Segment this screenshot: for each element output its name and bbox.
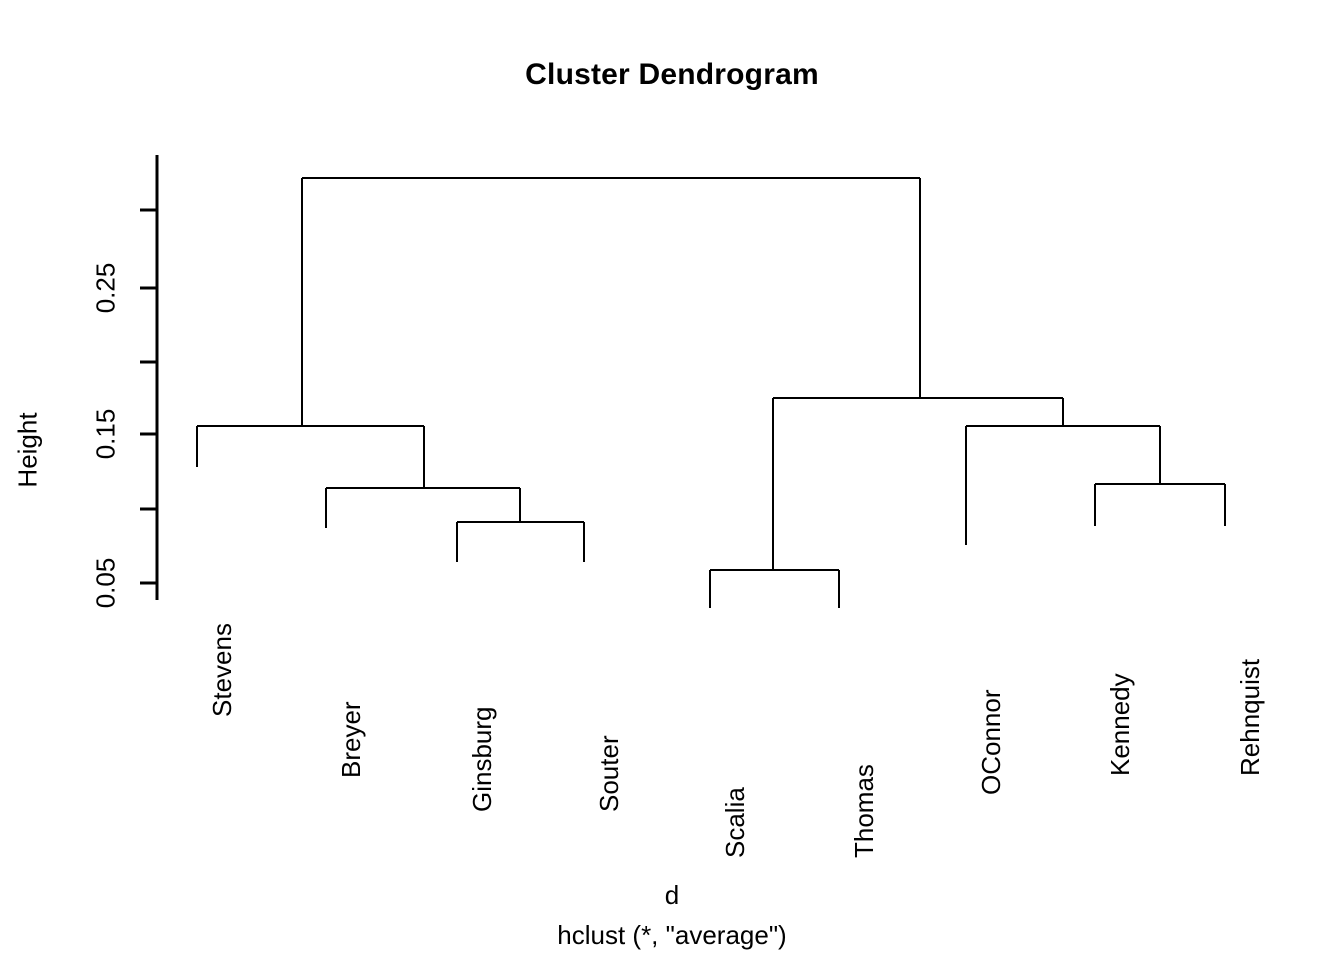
x-axis-sublabel: hclust (*, "average") <box>557 920 787 950</box>
leaf-label-stevens: Stevens <box>207 623 237 717</box>
leaf-label-oconnor: OConnor <box>976 689 1006 796</box>
leaf-label-kennedy: Kennedy <box>1105 673 1135 776</box>
x-axis-label: d <box>664 880 680 910</box>
y-axis-tick-label: 0.25 <box>90 262 121 314</box>
page-title: Cluster Dendrogram <box>525 58 819 91</box>
leaf-label-souter: Souter <box>594 735 624 812</box>
leaf-label-thomas: Thomas <box>849 764 879 858</box>
leaf-label-ginsburg: Ginsburg <box>467 706 497 813</box>
y-axis-tick-label: 0.05 <box>90 557 121 609</box>
y-axis-tick-label: 0.15 <box>90 408 121 460</box>
leaf-label-scalia: Scalia <box>720 787 750 858</box>
y-axis <box>140 155 159 600</box>
leaf-label-breyer: Breyer <box>336 701 366 778</box>
dendrogram-tree <box>196 177 1226 608</box>
leaf-label-rehnquist: Rehnquist <box>1235 658 1265 776</box>
